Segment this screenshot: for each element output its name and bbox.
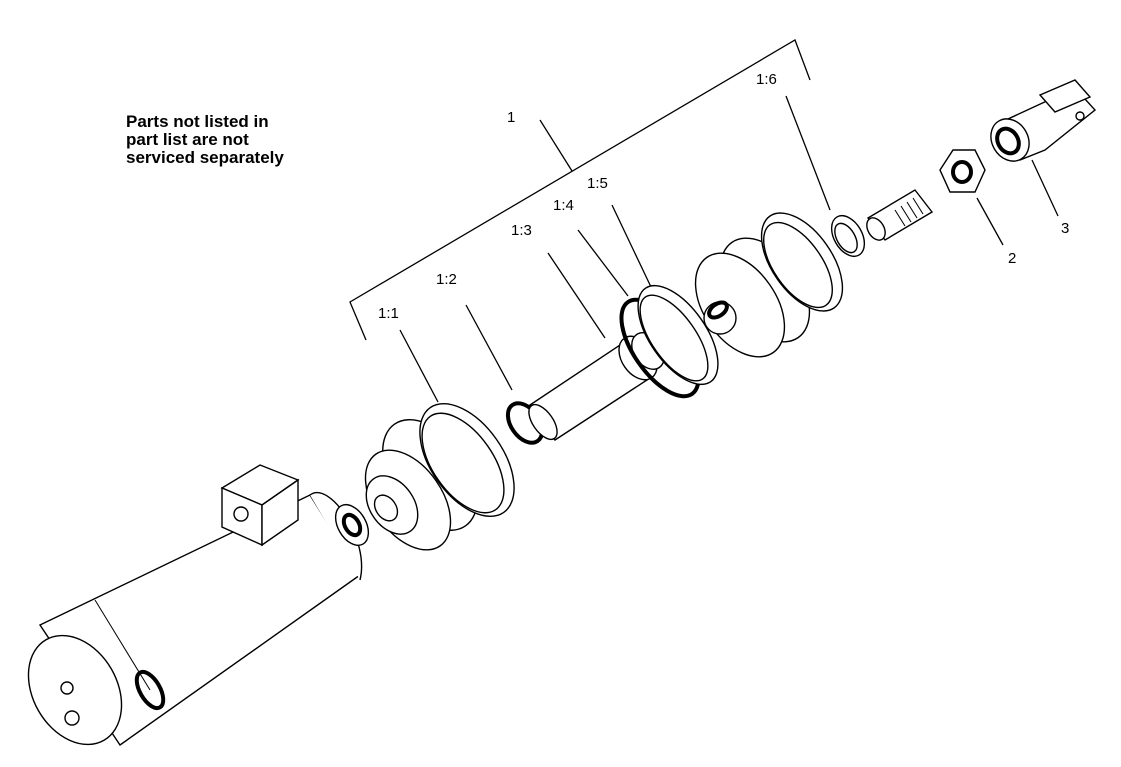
callout-1-4: 1:4 [553, 197, 574, 214]
callout-1-6: 1:6 [756, 71, 777, 88]
part-1-5-seal-ring [637, 284, 719, 386]
leader-1-3 [547, 252, 606, 339]
rear-seal-ring [760, 212, 844, 312]
leader-1-1 [399, 329, 439, 403]
callout-1: 1 [507, 109, 515, 126]
part-1-1-seal-ring [419, 402, 515, 518]
part-1-3-piston-rod [528, 332, 665, 441]
leader-2 [976, 197, 1004, 246]
part-3-clevis [990, 79, 1097, 162]
parts-note-line-1: Parts not listed in [126, 112, 269, 131]
callout-2: 2 [1008, 250, 1016, 267]
part-1-6-small-ring [830, 215, 866, 257]
piston-front [364, 419, 478, 551]
callout-1-1: 1:1 [378, 305, 399, 322]
leader-1-6 [785, 95, 831, 211]
callout-1-2: 1:2 [436, 271, 457, 288]
leader-1-5 [611, 204, 652, 288]
leader-1-4 [577, 229, 629, 297]
parts-note-line-3: serviced separately [126, 148, 284, 167]
leader-lines [399, 95, 1059, 403]
callout-1-5: 1:5 [587, 175, 608, 192]
threaded-stud [866, 189, 934, 241]
cylinder-body [27, 464, 363, 746]
leader-3 [1031, 159, 1059, 217]
parts-note-line-2: part list are not [126, 130, 249, 149]
leader-1-2 [465, 304, 513, 391]
assembly-bracket [349, 39, 811, 341]
callout-1-3: 1:3 [511, 222, 532, 239]
callout-labels: 1 1:1 1:2 1:3 1:4 1:5 1:6 2 3 [378, 71, 1069, 322]
parts-note: Parts not listed in part list are not se… [126, 113, 366, 167]
callout-3: 3 [1061, 220, 1069, 237]
rod-nut [334, 504, 370, 546]
part-2-hex-nut [939, 149, 986, 193]
